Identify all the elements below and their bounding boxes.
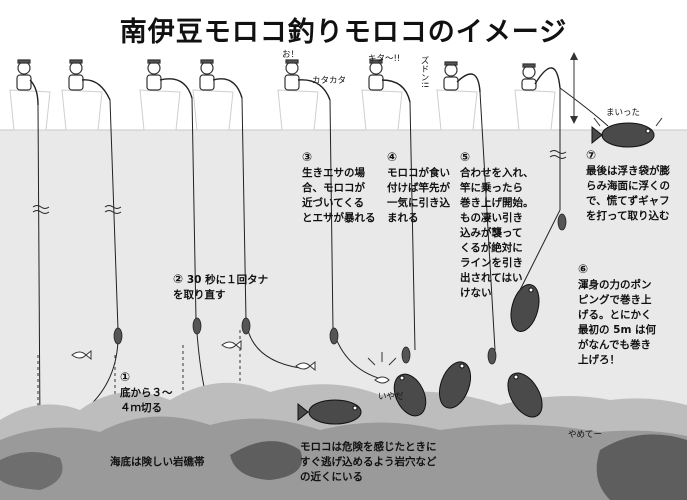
grouper-resting [297, 399, 362, 425]
angler-1 [16, 59, 32, 91]
grouper-rising [510, 284, 540, 332]
sfx-yameteru: やめてー [568, 430, 603, 440]
note-moroko-habitat: モロコは危険を感じたときに すぐ逃げ込めるよう岩穴など の近くにいる [300, 441, 437, 483]
sinkers [113, 213, 567, 365]
grouper-retrieving [507, 372, 543, 418]
sfx-maitta: まいった [606, 108, 641, 118]
grouper-pulling [438, 361, 472, 409]
anglers [16, 59, 537, 91]
angler-6 [368, 59, 384, 91]
boat-hulls [9, 89, 556, 131]
grouper-biting [393, 373, 427, 417]
sfx-katakata: カタカタ [312, 76, 347, 86]
sfx-zudon: ズドン!! [419, 56, 429, 89]
rock-dark-2 [596, 434, 687, 500]
note-seabed: 海底は険しい岩礁帯 [110, 456, 205, 468]
page-title: 南伊豆モロコ釣りモロコのイメージ [119, 17, 568, 48]
angler-7 [443, 61, 459, 91]
step-2: ② 30 秒に１回タナ を取り直す [173, 272, 269, 301]
angler-8 [521, 63, 537, 91]
seabed-rocks [0, 382, 687, 500]
angler-2 [68, 59, 84, 91]
angler-3 [146, 59, 162, 91]
rock-mid [0, 416, 687, 500]
sfx-iyada: いやだ [378, 392, 404, 402]
splash-marks [367, 117, 663, 366]
bait-fish [71, 339, 390, 384]
moroko-fish [297, 122, 655, 425]
sfx-oh: お！ [282, 50, 300, 60]
rock-dark-1 [230, 441, 302, 480]
sfx-kita: キタ～!! [368, 54, 401, 64]
fishing-rods [29, 67, 561, 106]
angler-5 [284, 59, 300, 91]
angler-4 [199, 59, 215, 91]
rock-dark-3 [0, 451, 63, 490]
grouper-floating [591, 122, 655, 148]
line-break-marks [32, 150, 567, 214]
